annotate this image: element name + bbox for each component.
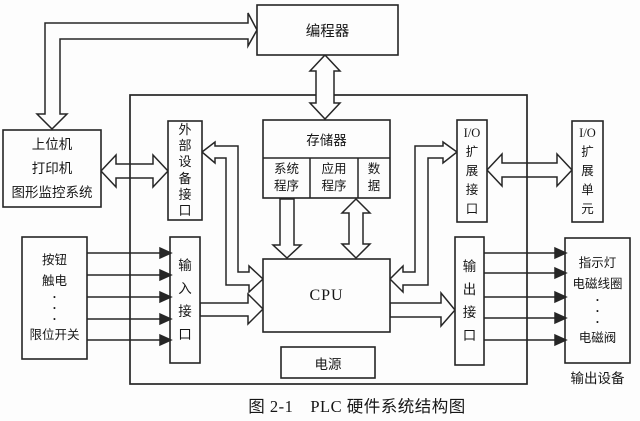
- arrow-memory-cpu: [340, 197, 372, 260]
- output-devices-label: 指示灯 电磁线圈 · · · 电磁阀: [572, 255, 623, 345]
- memory-cell-application-program: 应用 程序: [321, 162, 347, 193]
- io-expansion-unit-box: [571, 120, 604, 223]
- power-label: 电源: [314, 356, 342, 372]
- memory-cell-system-program: 系统 程序: [273, 162, 299, 193]
- memory-dividers: [263, 157, 390, 198]
- host-line-1: 上位机: [31, 136, 73, 152]
- io-expansion-interface-label: I/O 扩 展 接 口: [463, 125, 481, 216]
- arrow-io-interface-io-unit: [485, 152, 574, 188]
- io-expansion-unit-label: I/O 扩 展 单 元: [579, 126, 596, 216]
- programmer-box: [256, 4, 399, 56]
- host-line-3: 图形监控系统: [11, 184, 93, 200]
- host-label: 上位机 打印机 图形监控系统: [3, 130, 101, 207]
- input-devices-label: 按钮 触电 · · · 限位开关: [29, 253, 80, 342]
- arrow-programmer-memory: [308, 53, 342, 121]
- io-expansion-interface-box: [456, 119, 488, 223]
- figure-caption: 图 2-1 PLC 硬件系统结构图: [248, 397, 466, 416]
- arrow-input-interface-cpu: [199, 292, 265, 326]
- programmer-label: 编程器: [257, 5, 398, 55]
- output-interface-box: [454, 236, 485, 366]
- arrow-cpu-output-interface: [389, 290, 456, 328]
- arrow-cpu-io-expansion-interface: [388, 140, 459, 294]
- host-line-2: 打印机: [31, 160, 73, 176]
- cpu-label: CPU: [309, 286, 344, 304]
- arrow-host-external-interface: [99, 153, 170, 189]
- arrow-system-program-cpu: [271, 198, 303, 260]
- external-device-interface-box: [167, 120, 203, 221]
- memory-box: [262, 119, 391, 199]
- input-interface-label: 输 入 接 口: [178, 258, 192, 342]
- arrow-host-programmer: [35, 12, 258, 131]
- input-signal-arrows: [87, 246, 173, 347]
- arrow-external-interface-cpu: [200, 140, 265, 294]
- cpu-box: [262, 258, 391, 333]
- input-interface-box: [169, 236, 201, 364]
- input-devices-box: [21, 236, 88, 360]
- external-device-interface-label: 外 部 设 备 接 口: [178, 121, 192, 219]
- memory-title: 存储器: [306, 133, 347, 148]
- host-box: [2, 129, 102, 208]
- output-devices-box: [564, 237, 631, 364]
- programmer-text: 编程器: [305, 23, 350, 40]
- output-devices-caption: 输出设备: [570, 371, 625, 386]
- memory-cell-data: 数 据: [367, 162, 381, 193]
- power-box: [280, 346, 376, 379]
- output-interface-label: 输 出 接 口: [462, 259, 477, 343]
- output-signal-arrows: [484, 246, 568, 347]
